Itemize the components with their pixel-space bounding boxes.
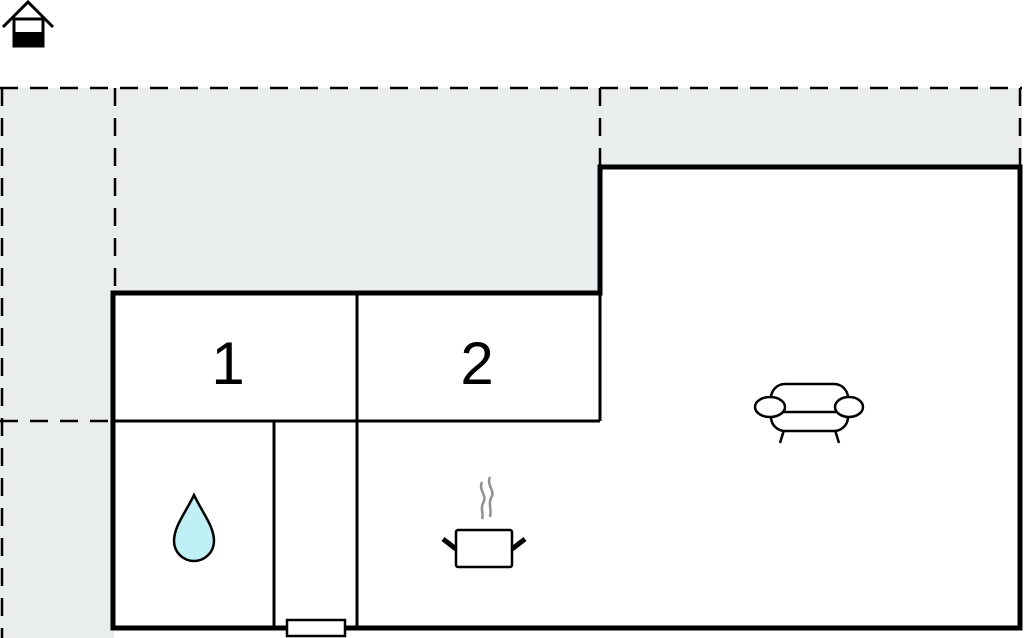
terrace-area: [0, 88, 1022, 638]
cooking-pot-icon: [441, 476, 527, 569]
water-drop-icon: [172, 492, 216, 563]
sofa-icon: [753, 382, 865, 444]
room-label-1: 1: [211, 330, 244, 397]
door-icon: [285, 618, 347, 638]
room-label-2: 2: [460, 330, 493, 397]
terrace-boundary: [0, 86, 1022, 638]
exterior-walls: [110, 164, 1023, 631]
house-icon: [1, 0, 55, 48]
interior-walls: [113, 293, 602, 628]
